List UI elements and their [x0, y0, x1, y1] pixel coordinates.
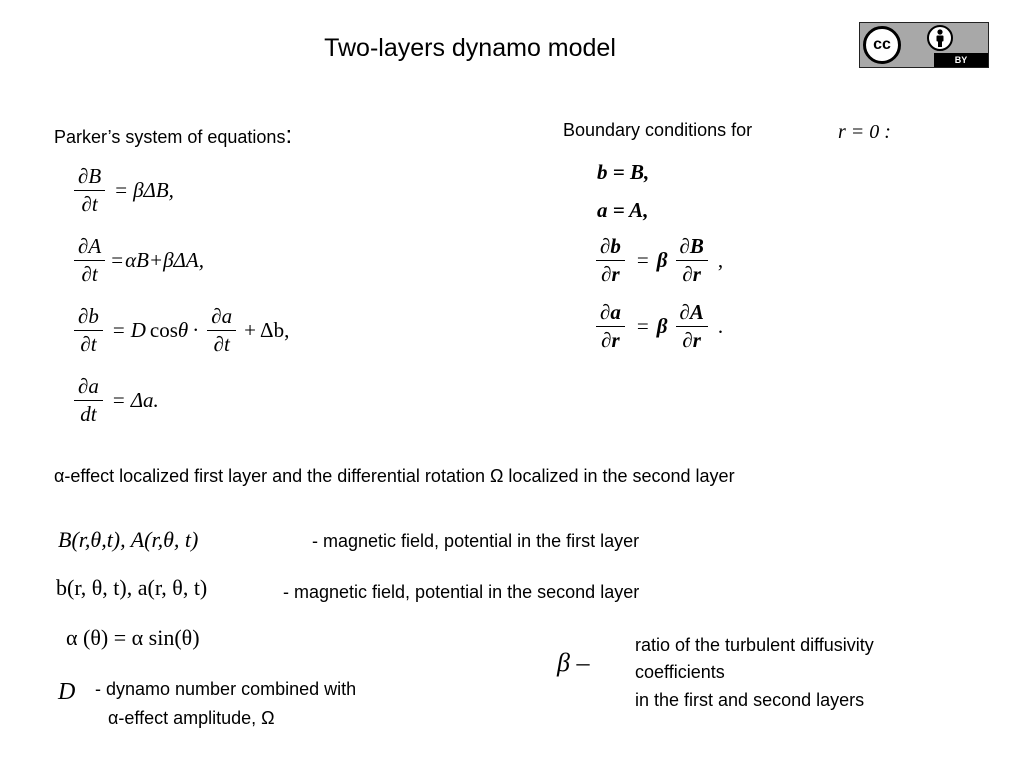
- rhs: βΔB,: [133, 178, 174, 202]
- numerator: ∂B: [74, 164, 106, 191]
- numerator: ∂b: [74, 304, 103, 331]
- parker-heading-colon: :: [285, 122, 293, 149]
- denominator: ∂t: [81, 262, 98, 286]
- beta: β: [656, 314, 668, 338]
- rhs-tail: + Δb,: [244, 318, 290, 342]
- numerator: ∂a: [207, 304, 237, 331]
- denominator: ∂r: [682, 262, 701, 286]
- equals-sign: =: [112, 318, 125, 342]
- theta: θ: [177, 318, 189, 342]
- boundary-heading: Boundary conditions for: [563, 120, 753, 140]
- parker-equation-1: ∂B ∂t = βΔB,: [70, 164, 174, 217]
- beta-description-line1: ratio of the turbulent diffusivity: [635, 635, 874, 655]
- boundary-condition-r0: r = 0 :: [838, 121, 891, 143]
- beta: β: [656, 248, 668, 272]
- denominator: ∂t: [80, 332, 97, 356]
- numerator: ∂a: [596, 300, 625, 327]
- rhs: αB+βΔA,: [125, 248, 204, 272]
- rhs: Δa.: [130, 388, 159, 412]
- first-layer-description: - magnetic field, potential in the first…: [312, 531, 640, 551]
- cc-by-license-badge: cc BY: [859, 22, 989, 68]
- d-description-line1: - dynamo number combined with: [95, 679, 357, 699]
- alpha-effect-note: α-effect localized first layer and the d…: [54, 466, 735, 486]
- second-layer-fields: b(r, θ, t), a(r, θ, t): [56, 575, 208, 600]
- denominator: dt: [80, 402, 97, 426]
- equals-sign: =: [111, 248, 124, 272]
- equals-sign: =: [636, 314, 649, 338]
- denominator: ∂r: [601, 328, 620, 352]
- attribution-person-icon: [927, 25, 953, 51]
- numerator: ∂a: [74, 374, 103, 401]
- fraction: ∂a ∂r: [596, 300, 625, 353]
- page-title: Two-layers dynamo model: [324, 34, 616, 62]
- parker-equation-4: ∂a dt = Δa.: [70, 374, 159, 427]
- by-label: BY: [934, 53, 988, 67]
- cos-function: cos: [149, 318, 178, 342]
- d-description-line2: α-effect amplitude, Ω: [108, 708, 275, 728]
- boundary-condition-4: ∂a ∂r = β ∂A ∂r .: [592, 300, 723, 353]
- parker-heading-text: Parker’s system of equations: [54, 127, 286, 147]
- beta-description-line2: coefficients: [635, 662, 725, 682]
- numerator: ∂B: [675, 234, 708, 261]
- beta-symbol: β –: [557, 648, 590, 677]
- fraction: ∂B ∂t: [74, 164, 106, 217]
- boundary-condition-2: a = A,: [597, 198, 649, 222]
- parker-equation-2: ∂A ∂t = αB+βΔA,: [70, 234, 204, 287]
- tail: .: [717, 314, 724, 338]
- denominator: ∂t: [81, 192, 98, 216]
- tail: ,: [717, 248, 724, 272]
- denominator: ∂r: [601, 262, 620, 286]
- fraction: ∂b ∂r: [596, 234, 625, 287]
- beta-description-line3: in the first and second layers: [635, 690, 865, 710]
- numerator: ∂A: [74, 234, 106, 261]
- denominator: ∂t: [213, 332, 230, 356]
- numerator: ∂b: [596, 234, 625, 261]
- cc-logo-icon: cc: [863, 26, 901, 64]
- first-layer-fields: B(r,θ,t), A(r,θ, t): [58, 527, 199, 552]
- dynamo-number-d: D: [130, 318, 146, 342]
- second-layer-description: - magnetic field, potential in the secon…: [283, 582, 640, 602]
- fraction: ∂b ∂t: [74, 304, 103, 357]
- boundary-condition-3: ∂b ∂r = β ∂B ∂r ,: [592, 234, 723, 287]
- cc-logo-text: cc: [873, 36, 891, 53]
- boundary-condition-1: b = B,: [597, 160, 650, 184]
- equals-sign: =: [636, 248, 649, 272]
- equals-sign: =: [112, 388, 125, 412]
- parker-equation-3: ∂b ∂t = D cos θ · ∂a ∂t + Δb,: [70, 304, 289, 357]
- parker-heading: Parker’s system of equations:: [54, 122, 292, 150]
- fraction-2: ∂B ∂r: [675, 234, 708, 287]
- fraction: ∂a dt: [74, 374, 103, 427]
- fraction-2: ∂A ∂r: [675, 300, 708, 353]
- dot-operator: ·: [192, 318, 200, 342]
- alpha-function: α (θ) = α sin(θ): [66, 625, 200, 650]
- fraction-2: ∂a ∂t: [207, 304, 237, 357]
- fraction: ∂A ∂t: [74, 234, 106, 287]
- equals-sign: =: [115, 178, 128, 202]
- denominator: ∂r: [682, 328, 701, 352]
- numerator: ∂A: [675, 300, 708, 327]
- d-symbol: D: [58, 679, 76, 705]
